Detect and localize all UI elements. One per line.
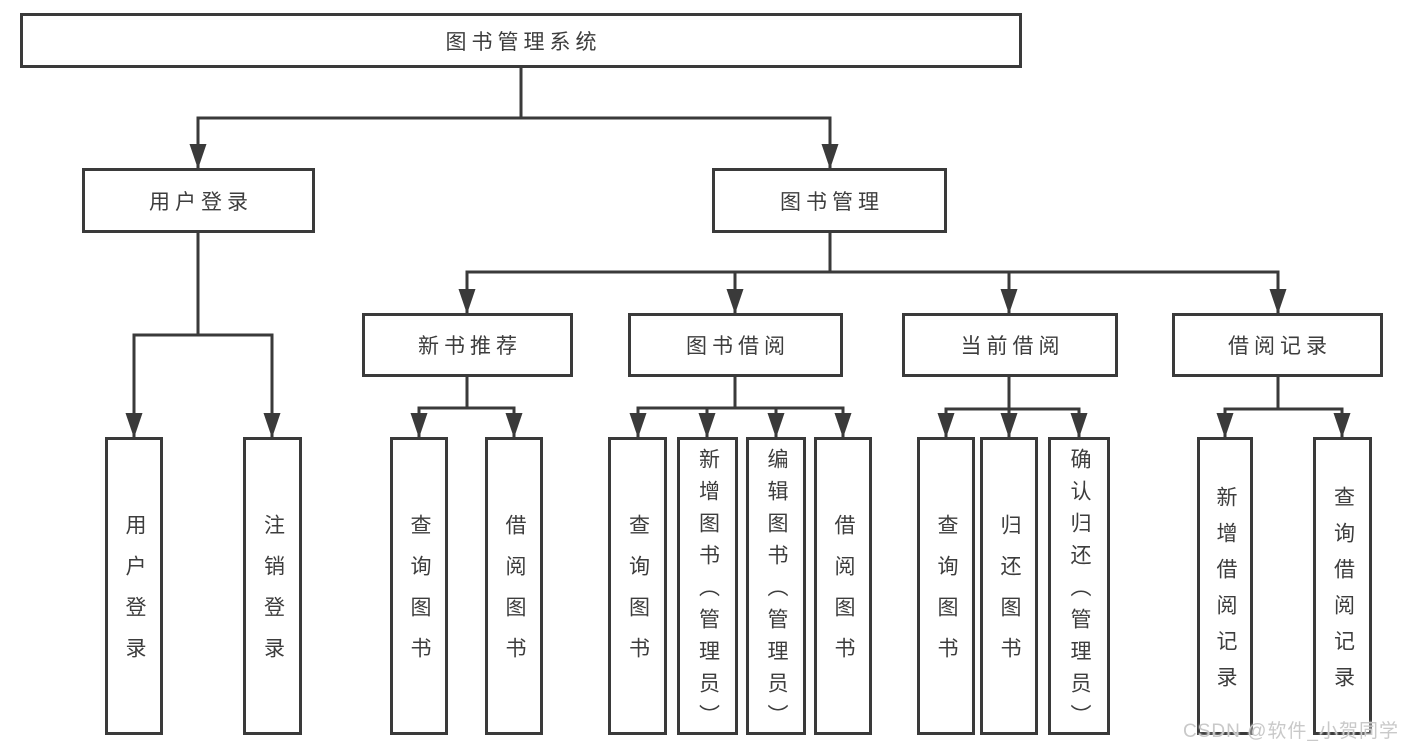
leaf-label: 新增借阅记录 [1214,485,1237,702]
leaf-borrow-book-2: 借阅图书 [814,437,872,735]
leaf-add-book-admin: 新增图书（管理员） [677,437,738,736]
leaf-confirm-return-admin: 确认归还（管理员） [1048,437,1110,736]
leaf-add-borrow-record: 新增借阅记录 [1197,437,1253,735]
connector-current-spine [944,375,1081,411]
node-user-login: 用户登录 [82,168,315,233]
leaf-label: 查询图书 [935,514,958,678]
leaf-label: 确认归还（管理员） [1068,447,1091,736]
leaf-query-book-1: 查询图书 [390,437,448,735]
csdn-watermark: CSDN @软件_小贺同学 [1183,721,1399,742]
connector-newbook-spine [417,375,516,410]
leaf-return-book: 归还图书 [980,437,1038,735]
node-current-borrow: 当前借阅 [902,313,1118,377]
connector-root-spine [196,66,832,120]
leaf-query-book-2: 查询图书 [608,437,667,735]
leaf-edit-book-admin: 编辑图书（管理员） [746,437,806,736]
leaf-logout: 注销登录 [243,437,302,735]
leaf-query-borrow-record: 查询借阅记录 [1313,437,1372,735]
node-book-management: 图书管理 [712,168,947,233]
leaf-label: 用户登录 [123,514,146,678]
node-label: 用户登录 [149,190,253,214]
leaf-label: 借阅图书 [832,514,855,678]
leaf-user-login: 用户登录 [105,437,163,735]
node-label: 新书推荐 [418,335,522,358]
connector-record-spine [1223,375,1344,411]
node-book-borrow: 图书借阅 [628,313,843,377]
node-root: 图书管理系统 [20,13,1022,68]
leaf-label: 借阅图书 [503,514,526,678]
leaf-label: 归还图书 [998,514,1021,678]
leaf-query-book-3: 查询图书 [917,437,975,735]
leaf-label: 查询借阅记录 [1331,485,1355,702]
node-label: 图书管理 [780,190,884,214]
leaf-label: 查询图书 [626,514,650,678]
leaf-label: 注销登录 [261,514,285,678]
connector-borrow-spine [636,375,845,410]
node-new-book-recommend: 新书推荐 [362,313,573,377]
connector-mgmt-spine [465,231,1280,274]
connector-login-spine [132,231,274,337]
node-borrow-record: 借阅记录 [1172,313,1383,377]
node-label: 借阅记录 [1228,335,1332,358]
node-label: 当前借阅 [960,335,1065,358]
node-label: 图书借阅 [686,335,790,358]
leaf-borrow-book-1: 借阅图书 [485,437,543,735]
node-root-label: 图书管理系统 [445,30,602,54]
leaf-label: 编辑图书（管理员） [765,447,788,736]
leaf-label: 查询图书 [408,514,431,678]
leaf-label: 新增图书（管理员） [696,447,720,736]
